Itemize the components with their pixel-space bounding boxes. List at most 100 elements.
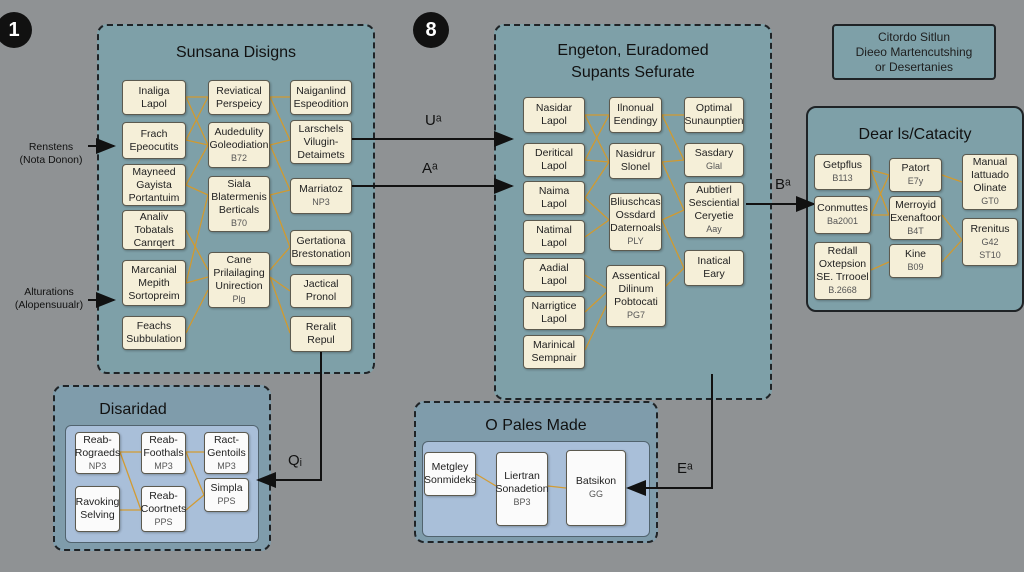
node-text: NP3 xyxy=(312,197,330,207)
node-aubtierl[interactable]: Aubtierl Sesciential Ceryetie Aay xyxy=(684,182,744,238)
node-text: Ossdard xyxy=(615,209,656,221)
node-simpla[interactable]: Simpla PPS xyxy=(204,478,249,512)
node-manual[interactable]: Manual Iattuado Olinate GT0 xyxy=(962,154,1018,210)
node-text: Reab- xyxy=(149,433,178,446)
node-text: Cane xyxy=(226,254,252,266)
node-text: Daternoals xyxy=(610,222,661,234)
node-redall[interactable]: Redall Oxtepsion SE. Trrooel B.2668 xyxy=(814,242,871,300)
node-text: Siala xyxy=(227,178,251,190)
node-text: Detaimets xyxy=(297,148,345,161)
node-natimal[interactable]: Natimal Lapol xyxy=(523,220,585,254)
node-narrigtice[interactable]: Narrigtice Lapol xyxy=(523,296,585,330)
step-badge-1: 1 xyxy=(0,12,32,48)
node-feachs[interactable]: Feachs Subbulation xyxy=(122,316,186,350)
node-text: Unirection xyxy=(215,280,263,292)
node-text: Ravoking xyxy=(75,496,120,508)
node-merroyid[interactable]: Merroyid Exenaftoor B4T xyxy=(889,196,942,240)
node-reab-coortnets[interactable]: Reab- Coortnets PPS xyxy=(141,486,186,532)
node-text: Eary xyxy=(703,268,725,280)
node-deritical[interactable]: Deritical Lapol xyxy=(523,143,585,177)
node-mayneed[interactable]: Mayneed Gayista Portantuim xyxy=(122,164,186,206)
node-text: Ract- xyxy=(213,433,240,446)
node-text: Sonadetion xyxy=(495,482,549,495)
node-rrenitus[interactable]: Rrenitus G42 ST10 xyxy=(962,218,1018,266)
node-reab-foothals[interactable]: Reab- Foothals MP3 xyxy=(141,432,186,474)
node-text: Reab- xyxy=(149,489,178,502)
node-batsikon[interactable]: Batsikon GG xyxy=(566,450,626,526)
node-text: GT0 xyxy=(981,196,999,206)
node-text: Natimal xyxy=(536,224,572,236)
node-text: Larschels xyxy=(298,122,344,135)
edge-label-u: Uᵃ xyxy=(425,112,442,129)
node-kine[interactable]: Kine B09 xyxy=(889,244,942,278)
node-reviatical[interactable]: Reviatical Perspeicy xyxy=(208,80,270,115)
node-marriatoz[interactable]: Marriatoz NP3 xyxy=(290,178,352,214)
node-ravoking[interactable]: Ravoking Selving xyxy=(75,486,120,532)
node-optimal[interactable]: Optimal Sunaunptien xyxy=(684,97,744,133)
node-text: Pronol xyxy=(305,291,337,303)
group-title: Dear ls/Catacity xyxy=(858,126,972,143)
node-text: Oxtepsion xyxy=(818,258,867,270)
node-naiganlind[interactable]: Naiganlind Espeodition xyxy=(290,80,352,115)
node-text: B.2668 xyxy=(828,285,857,295)
node-nasidrur[interactable]: Nasidrur Slonel xyxy=(609,143,662,179)
node-text: Naiganlind xyxy=(296,84,346,97)
label-line: Alturations xyxy=(24,286,74,298)
node-aadial[interactable]: Aadial Lapol xyxy=(523,258,585,292)
edge-label-q: Qᵢ xyxy=(288,452,303,469)
node-text: Lapol xyxy=(541,275,567,287)
node-text: Perspeicy xyxy=(215,97,263,110)
node-text: Lapol xyxy=(541,115,567,127)
node-getpflus[interactable]: Getpflus B113 xyxy=(814,154,871,190)
node-liertran[interactable]: Liertran Sonadetion BP3 xyxy=(495,452,549,526)
node-text: Pobtocati xyxy=(614,296,658,308)
node-text: PPS xyxy=(217,496,236,506)
node-jactical[interactable]: Jactical Pronol xyxy=(290,274,352,308)
external-input-renstens: Renstens (Nota Donon) xyxy=(18,141,84,167)
node-assentical[interactable]: Assentical Dilinum Pobtocati PG7 xyxy=(606,265,666,327)
group-title: Engeton, Euradomed Supants Sefurate xyxy=(496,40,770,84)
node-text: Gayista xyxy=(136,178,172,191)
node-ract-gentoils[interactable]: Ract- Gentoils MP3 xyxy=(204,432,249,474)
node-text: Berticals xyxy=(218,204,260,216)
node-text: MP3 xyxy=(217,460,236,471)
node-text: MP3 xyxy=(154,460,173,471)
node-inaliga[interactable]: Inaliga Lapol xyxy=(122,80,186,115)
node-larschels[interactable]: Larschels Vilugin- Detaimets xyxy=(290,120,352,164)
node-sasdary[interactable]: Sasdary Glal xyxy=(684,143,744,177)
node-text: Selving xyxy=(80,509,115,521)
node-text: Epeocutits xyxy=(129,140,179,153)
node-text: Dilinum xyxy=(618,283,654,295)
node-text: Inatical xyxy=(697,255,731,267)
group-title: O Pales Made xyxy=(485,417,587,434)
node-cane[interactable]: Cane Prilailaging Unirection Plg xyxy=(208,252,270,308)
node-text: Tobatals xyxy=(134,223,174,236)
node-text: Mayneed xyxy=(132,165,176,178)
node-naima[interactable]: Naima Lapol xyxy=(523,181,585,215)
node-marcanial[interactable]: Marcanial Mepith Sortopreim xyxy=(122,260,186,306)
node-reralit[interactable]: Reralit Repul xyxy=(290,316,352,352)
node-gertationa[interactable]: Gertationa Brestonation xyxy=(290,230,352,266)
node-text: Manual xyxy=(972,156,1008,168)
node-ilnonual[interactable]: Ilnonual Eendingy xyxy=(609,97,662,133)
node-audedulity[interactable]: Audedulity Goleodiation B72 xyxy=(208,122,270,168)
node-frach[interactable]: Frach Epeocutits xyxy=(122,122,186,159)
node-text: NP3 xyxy=(88,460,107,471)
node-reab-rograeds[interactable]: Reab- Rograeds NP3 xyxy=(75,432,120,474)
node-metgley[interactable]: Metgley Sonmideks xyxy=(424,452,476,496)
node-conmuttes[interactable]: Conmuttes Ba2001 xyxy=(814,196,871,234)
node-bliuschcas[interactable]: Bliuschcas Ossdard Daternoals PLY xyxy=(609,193,662,251)
node-inatical[interactable]: Inatical Eary xyxy=(684,250,744,286)
node-patort[interactable]: Patort E7y xyxy=(889,158,942,192)
node-text: Audedulity xyxy=(214,125,264,138)
node-marinical[interactable]: Marinical Sempnair xyxy=(523,335,585,369)
node-analiv[interactable]: Analiv Tobatals Canrqert xyxy=(122,210,186,250)
node-text: Metgley xyxy=(431,461,469,473)
node-text: Assentical xyxy=(612,270,660,282)
node-text: Frach xyxy=(140,127,168,140)
node-nasidar[interactable]: Nasidar Lapol xyxy=(523,97,585,133)
node-siala[interactable]: Siala Blatermenis Berticals B70 xyxy=(208,176,270,232)
node-text: Rograeds xyxy=(74,446,121,459)
node-text: PLY xyxy=(627,236,644,246)
node-text: E7y xyxy=(907,176,924,186)
